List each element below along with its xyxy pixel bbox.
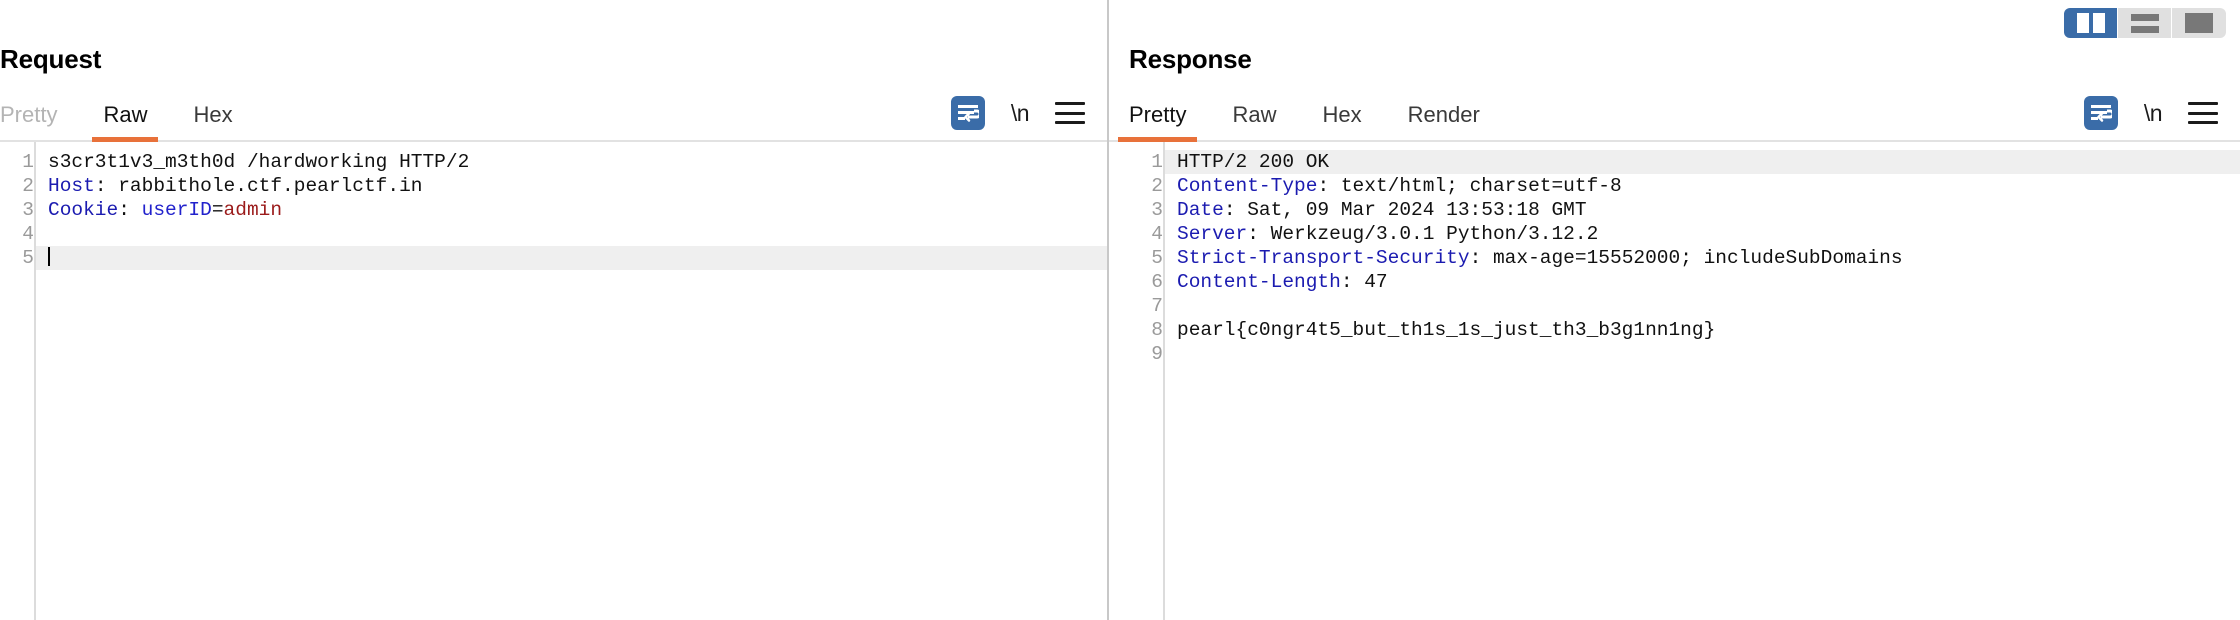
response-tabstrip: Pretty Raw Hex Render (1109, 88, 2240, 142)
response-tab-raw[interactable]: Raw (1232, 102, 1276, 140)
request-toolbar: \n (950, 96, 1107, 140)
line-number: 8 (1151, 319, 1163, 341)
request-editor[interactable]: 1 2 3 4 5 s3cr3t1v3_m3th0d /hardworking … (0, 142, 1107, 620)
hamburger-menu-icon (2188, 102, 2218, 124)
stacked-view-icon (2130, 13, 2159, 33)
line-number: 3 (1151, 199, 1163, 221)
split-view-button[interactable] (2064, 8, 2118, 38)
line-number: 2 (1151, 175, 1163, 197)
response-header-content-length: Content-Length: 47 (1177, 271, 1388, 293)
request-path: /hardworking (246, 151, 388, 173)
cookie-value: admin (223, 199, 283, 221)
request-method: s3cr3t1v3_m3th0d (48, 151, 236, 173)
response-pane: Response Pretty Raw Hex Render (1109, 0, 2240, 620)
request-menu-button[interactable] (1055, 102, 1085, 124)
request-caret-line (36, 246, 1107, 270)
request-pane: Request Pretty Raw Hex (0, 0, 1109, 620)
line-number: 5 (22, 247, 34, 269)
line-number: 1 (22, 151, 34, 173)
header-value: Werkzeug/3.0.1 Python/3.12.2 (1258, 223, 1599, 245)
request-tab-hex[interactable]: Hex (193, 102, 232, 140)
line-number: 2 (22, 175, 34, 197)
word-wrap-icon (2083, 96, 2118, 130)
response-line-numbers: 1 2 3 4 5 6 7 8 9 (1129, 142, 1163, 620)
response-header-content-type: Content-Type: text/html; charset=utf-8 (1177, 175, 1622, 197)
header-value: text/html; charset=utf-8 (1329, 175, 1622, 197)
request-code[interactable]: s3cr3t1v3_m3th0d /hardworking HTTP/2 Hos… (34, 142, 1107, 620)
response-toolbar: \n (2083, 96, 2240, 140)
request-blank-line (36, 222, 1107, 246)
response-trailing-blank-line (1165, 342, 2240, 366)
line-number: 7 (1151, 295, 1163, 317)
header-name: Cookie (48, 199, 119, 221)
request-tab-pretty[interactable]: Pretty (0, 102, 57, 140)
response-menu-button[interactable] (2188, 102, 2218, 124)
request-tab-raw[interactable]: Raw (92, 102, 159, 142)
request-header-cookie: Cookie: userID=admin (48, 199, 283, 221)
response-status-line: HTTP/2 200 OK (1165, 150, 2240, 174)
response-tab-hex[interactable]: Hex (1322, 102, 1361, 140)
header-name: Server (1177, 223, 1248, 245)
line-number: 6 (1151, 271, 1163, 293)
response-header-hsts: Strict-Transport-Security: max-age=15552… (1177, 247, 1903, 269)
response-header-date: Date: Sat, 09 Mar 2024 13:53:18 GMT (1177, 199, 1587, 221)
request-line-numbers: 1 2 3 4 5 (0, 142, 34, 620)
word-wrap-icon (950, 96, 985, 130)
header-name: Date (1177, 199, 1224, 221)
request-tabstrip: Pretty Raw Hex \n (0, 88, 1107, 142)
response-code[interactable]: HTTP/2 200 OK Content-Type: text/html; c… (1163, 142, 2240, 620)
response-word-wrap-button[interactable] (2083, 96, 2118, 130)
single-view-button[interactable] (2172, 8, 2226, 38)
header-name: Host (48, 175, 95, 197)
response-blank-line (1165, 294, 2240, 318)
single-view-icon (2185, 13, 2213, 33)
line-number: 1 (1151, 151, 1163, 173)
request-title: Request (0, 44, 102, 74)
line-number: 4 (1151, 223, 1163, 245)
stacked-view-button[interactable] (2118, 8, 2172, 38)
header-value: rabbithole.ctf.pearlctf.in (118, 175, 423, 197)
response-newline-button[interactable]: \n (2143, 99, 2163, 126)
header-name: Content-Length (1177, 271, 1341, 293)
response-body-flag: pearl{c0ngr4t5_but_th1s_1s_just_th3_b3g1… (1177, 319, 1716, 341)
header-value: Sat, 09 Mar 2024 13:53:18 GMT (1235, 199, 1587, 221)
text-cursor (48, 247, 50, 266)
request-http-version: HTTP/2 (399, 151, 470, 173)
view-switcher (2064, 8, 2226, 38)
cookie-name: userID (141, 199, 212, 221)
line-number: 9 (1151, 343, 1163, 365)
hamburger-menu-icon (1055, 102, 1085, 124)
request-word-wrap-button[interactable] (950, 96, 985, 130)
line-number: 4 (22, 223, 34, 245)
header-value: 47 (1352, 271, 1388, 293)
newline-icon: \n (1010, 99, 1030, 126)
newline-icon: \n (2143, 99, 2163, 126)
request-start-line: s3cr3t1v3_m3th0d /hardworking HTTP/2 (36, 150, 1107, 174)
request-header-host: Host: rabbithole.ctf.pearlctf.in (48, 175, 423, 197)
response-header-server: Server: Werkzeug/3.0.1 Python/3.12.2 (1177, 223, 1599, 245)
response-tab-pretty[interactable]: Pretty (1117, 102, 1199, 142)
line-number: 5 (1151, 247, 1163, 269)
response-editor[interactable]: 1 2 3 4 5 6 7 8 9 HTTP/2 200 OK Content-… (1109, 142, 2240, 620)
line-number: 3 (22, 199, 34, 221)
header-name: Strict-Transport-Security (1177, 247, 1470, 269)
request-newline-button[interactable]: \n (1010, 99, 1030, 126)
split-view-icon (2076, 13, 2105, 33)
response-title: Response (1129, 44, 1252, 74)
header-value: max-age=15552000; includeSubDomains (1481, 247, 1903, 269)
response-tab-render[interactable]: Render (1408, 102, 1480, 140)
header-name: Content-Type (1177, 175, 1318, 197)
